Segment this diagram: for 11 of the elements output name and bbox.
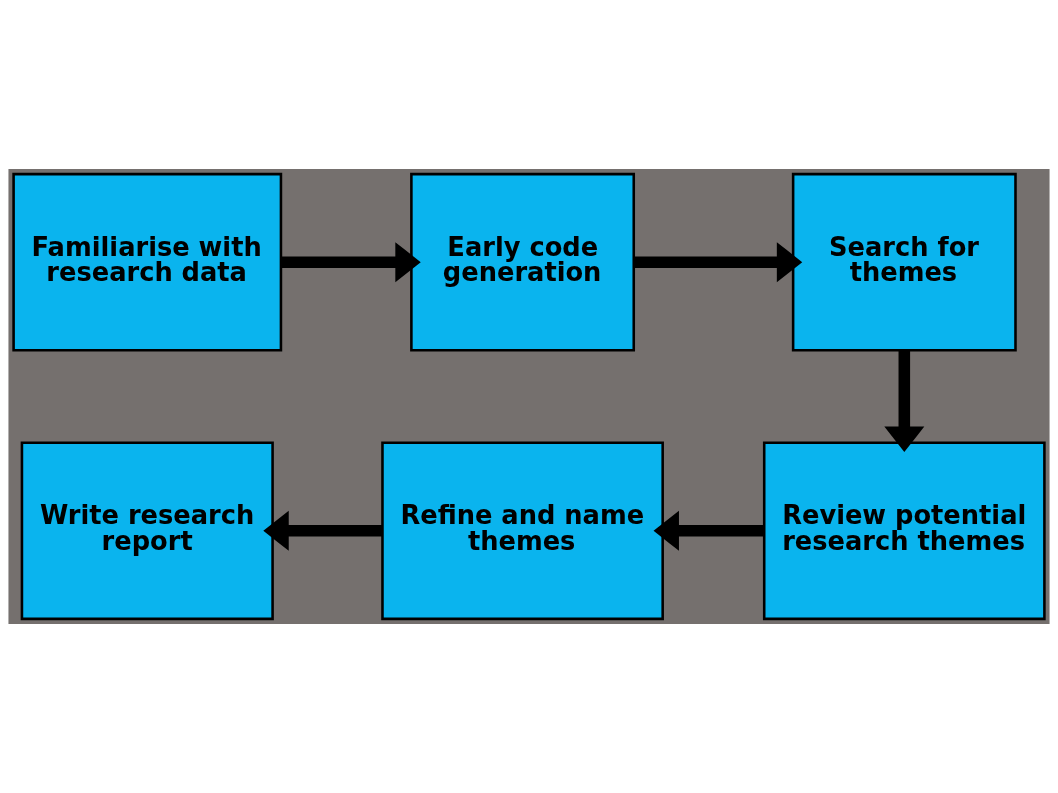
arrow — [281, 242, 421, 283]
node-box: Familiarise with research data — [12, 172, 283, 352]
node-box: Review potential research themes — [762, 441, 1046, 621]
arrow — [634, 242, 803, 283]
node-box: Refine and name themes — [381, 441, 664, 621]
node-box: Search for themes — [791, 172, 1017, 352]
node-box: Write research report — [20, 441, 274, 621]
node-box: Early code generation — [410, 172, 636, 352]
arrow — [653, 510, 764, 551]
arrow — [263, 510, 383, 551]
arrow — [884, 350, 925, 452]
